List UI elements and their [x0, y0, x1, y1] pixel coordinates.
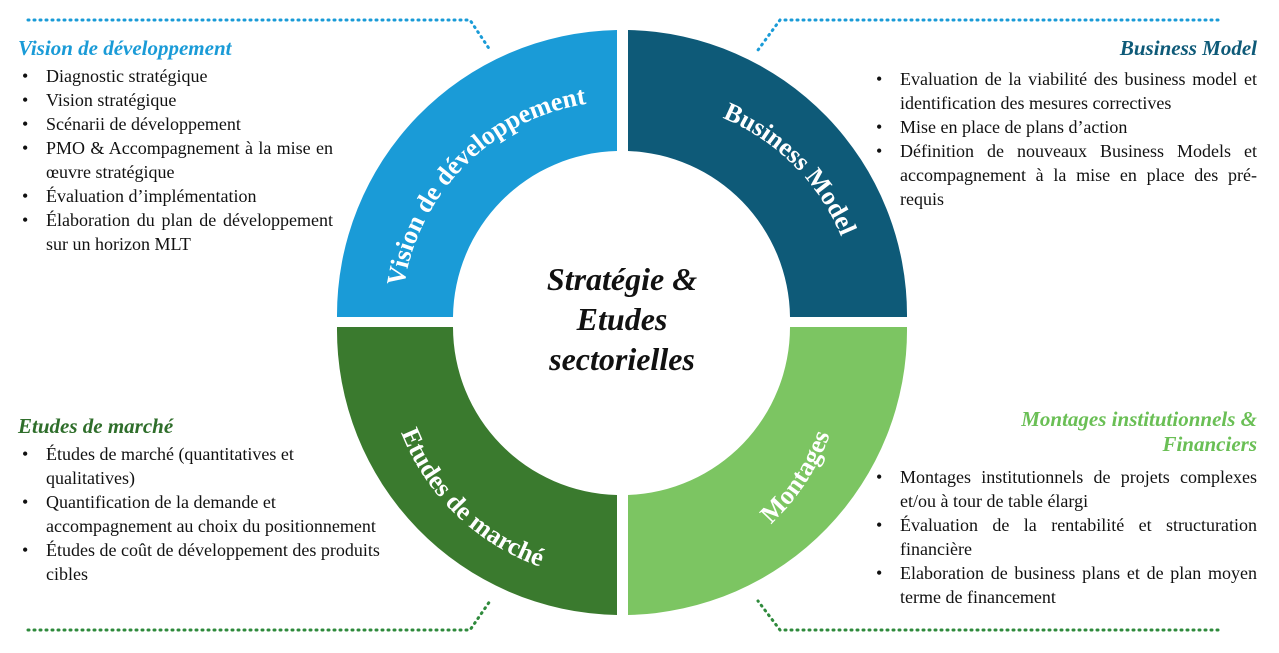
list-item: Quantification de la demande et accompag… — [18, 490, 383, 538]
connector-bottom-left — [26, 599, 492, 632]
panel-vision-title: Vision de développement — [18, 36, 232, 60]
panel-montages-title: Montages institutionnels & Financiers — [872, 407, 1257, 457]
segment-business — [628, 30, 908, 317]
list-item: PMO & Accompagnement à la mise en œuvre … — [18, 136, 333, 184]
center-title-line-3: sectorielles — [548, 341, 695, 377]
list-item: Évaluation d’implémentation — [18, 184, 333, 208]
list-item: Études de marché (quantitatives et quali… — [18, 442, 383, 490]
list-item: Vision stratégique — [18, 88, 333, 112]
list-item: Scénarii de développement — [18, 112, 333, 136]
segment-montages — [628, 327, 908, 615]
list-item: Définition de nouveaux Business Models e… — [872, 139, 1257, 211]
panel-business-title: Business Model — [1119, 36, 1257, 60]
panel-montages: Montages institutionnels & Financiers Mo… — [872, 407, 1257, 609]
segment-vision — [336, 30, 617, 317]
list-item: Montages institutionnels de projets comp… — [872, 465, 1257, 513]
list-item: Évaluation de la rentabilité et structur… — [872, 513, 1257, 561]
panel-montages-title-line-1: Montages institutionnels & — [1021, 407, 1257, 431]
panel-business-list: Evaluation de la viabilité des business … — [872, 67, 1257, 211]
segment-marche — [336, 327, 617, 615]
panel-vision: Vision de développement Diagnostic strat… — [18, 36, 333, 256]
list-item: Études de coût de développement des prod… — [18, 538, 383, 586]
list-item: Diagnostic stratégique — [18, 64, 333, 88]
panel-business-model: Business Model Evaluation de la viabilit… — [872, 36, 1257, 211]
panel-vision-list: Diagnostic stratégique Vision stratégiqu… — [18, 64, 333, 256]
connector-top-right — [756, 18, 1220, 52]
list-item: Evaluation de la viabilité des business … — [872, 67, 1257, 115]
panel-montages-list: Montages institutionnels de projets comp… — [872, 465, 1257, 609]
list-item: Elaboration de business plans et de plan… — [872, 561, 1257, 609]
panel-etudes-marche: Etudes de marché Études de marché (quant… — [18, 414, 383, 586]
connector-bottom-right — [756, 599, 1220, 632]
dotted-connectors — [26, 18, 1220, 632]
center-title-line-2: Etudes — [576, 301, 668, 337]
panel-marche-list: Études de marché (quantitatives et quali… — [18, 442, 383, 586]
center-title-line-1: Stratégie & — [547, 261, 697, 297]
list-item: Mise en place de plans d’action — [872, 115, 1257, 139]
panel-montages-title-line-2: Financiers — [1162, 432, 1257, 457]
panel-marche-title: Etudes de marché — [18, 414, 174, 438]
list-item: Élaboration du plan de développement sur… — [18, 208, 333, 256]
